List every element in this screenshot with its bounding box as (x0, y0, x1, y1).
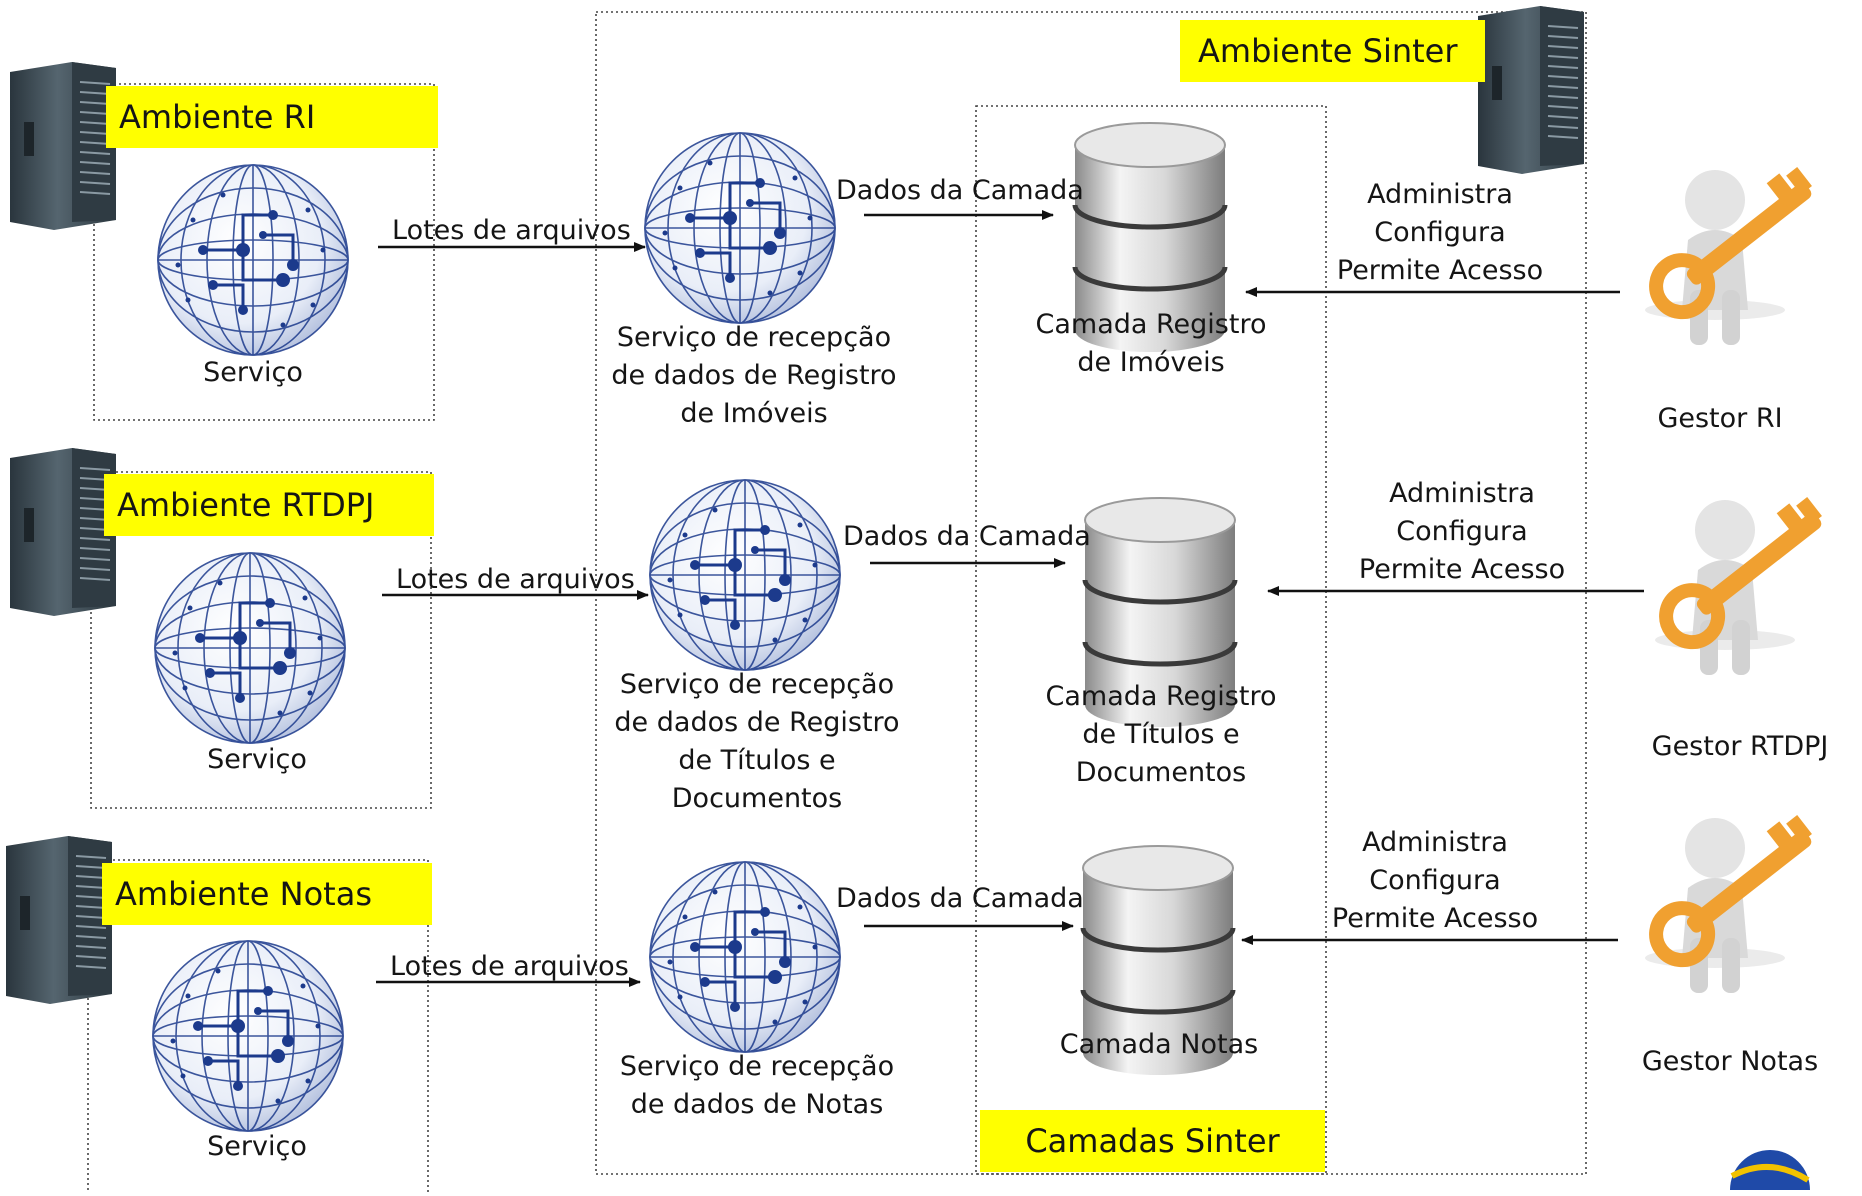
environment-box-ri (93, 83, 435, 421)
environment-title-notas: Ambiente Notas (102, 863, 432, 925)
service-label-ri: Serviço (203, 357, 303, 388)
admin-line: Permite Acesso (1358, 554, 1566, 585)
service-label-notas: Serviço (207, 1131, 307, 1162)
reception-globe-icon-ri (643, 131, 837, 325)
service-globe-icon-notas (151, 939, 345, 1133)
reception-line: Documentos (671, 783, 843, 814)
layer-line: Camada Notas (1059, 1029, 1259, 1060)
admin-line: Administra (1367, 179, 1513, 210)
reception-line: de dados de Registro (611, 360, 897, 391)
reception-line: Serviço de recepção (616, 322, 892, 353)
manager-label-ri: Gestor RI (1657, 403, 1783, 434)
layers-box-title: Camadas Sinter (980, 1110, 1325, 1172)
layer-line: de Títulos e (1082, 719, 1240, 750)
reception-line: de dados de Registro (614, 707, 900, 738)
layer-line: Camada Registro (1045, 681, 1277, 712)
server-icon-sinter (1477, 5, 1585, 175)
service-label-rtdpj: Serviço (207, 744, 307, 775)
reception-label-notas: Serviço de recepção de dados de Notas (607, 1048, 907, 1124)
server-icon-ri (9, 61, 117, 231)
environment-title-ri: Ambiente RI (106, 86, 438, 148)
reception-line: Serviço de recepção (619, 1051, 895, 1082)
logo-icon (1730, 1150, 1810, 1190)
environment-box-rtdpj (90, 471, 432, 809)
admin-label-notas: Administra Configura Permite Acesso (1315, 824, 1555, 938)
edge-label-dados-ri: Dados da Camada (836, 175, 1084, 206)
layer-label-notas: Camada Notas (1039, 1026, 1279, 1064)
layer-line: Camada Registro (1035, 309, 1267, 340)
edge-label-dados-rtdpj: Dados da Camada (843, 521, 1091, 552)
environment-title-sinter: Ambiente Sinter (1180, 20, 1485, 82)
server-icon-notas (5, 835, 113, 1005)
layer-label-rtdpj: Camada Registro de Títulos e Documentos (1041, 678, 1281, 792)
layer-label-ri: Camada Registro de Imóveis (1031, 306, 1271, 382)
admin-line: Permite Acesso (1331, 903, 1539, 934)
admin-line: Configura (1369, 865, 1501, 896)
service-globe-icon-rtdpj (153, 551, 347, 745)
edge-label-lotes-ri: Lotes de arquivos (392, 215, 631, 246)
service-globe-icon-ri (156, 163, 350, 357)
admin-label-rtdpj: Administra Configura Permite Acesso (1342, 475, 1582, 589)
environment-title-rtdpj: Ambiente RTDPJ (104, 474, 434, 536)
reception-globe-icon-notas (648, 860, 842, 1054)
reception-label-rtdpj: Serviço de recepção de dados de Registro… (607, 666, 907, 818)
admin-line: Configura (1396, 516, 1528, 547)
layer-line: Documentos (1075, 757, 1247, 788)
reception-line: de Imóveis (680, 398, 828, 429)
admin-line: Administra (1389, 478, 1535, 509)
reception-globe-icon-rtdpj (648, 478, 842, 672)
admin-label-ri: Administra Configura Permite Acesso (1320, 176, 1560, 290)
edge-label-dados-notas: Dados da Camada (836, 883, 1084, 914)
reception-line: de Títulos e (678, 745, 836, 776)
admin-line: Configura (1374, 217, 1506, 248)
gestor-key-icon-notas (1644, 810, 1828, 993)
manager-label-notas: Gestor Notas (1641, 1046, 1819, 1077)
server-icon-rtdpj (9, 447, 117, 617)
admin-line: Permite Acesso (1336, 255, 1544, 286)
edge-label-lotes-rtdpj: Lotes de arquivos (396, 564, 635, 595)
manager-label-rtdpj: Gestor RTDPJ (1651, 731, 1829, 762)
sinter-layers-box (975, 105, 1327, 1175)
reception-label-ri: Serviço de recepção de dados de Registro… (604, 319, 904, 433)
reception-line: de dados de Notas (630, 1089, 884, 1120)
edge-label-lotes-notas: Lotes de arquivos (390, 951, 629, 982)
reception-line: Serviço de recepção (619, 669, 895, 700)
gestor-key-icon-rtdpj (1654, 492, 1838, 675)
admin-line: Administra (1362, 827, 1508, 858)
sinter-environment-box (595, 11, 1587, 1175)
layer-line: de Imóveis (1077, 347, 1225, 378)
environment-box-notas (87, 859, 429, 1196)
gestor-key-icon-ri (1644, 162, 1828, 345)
